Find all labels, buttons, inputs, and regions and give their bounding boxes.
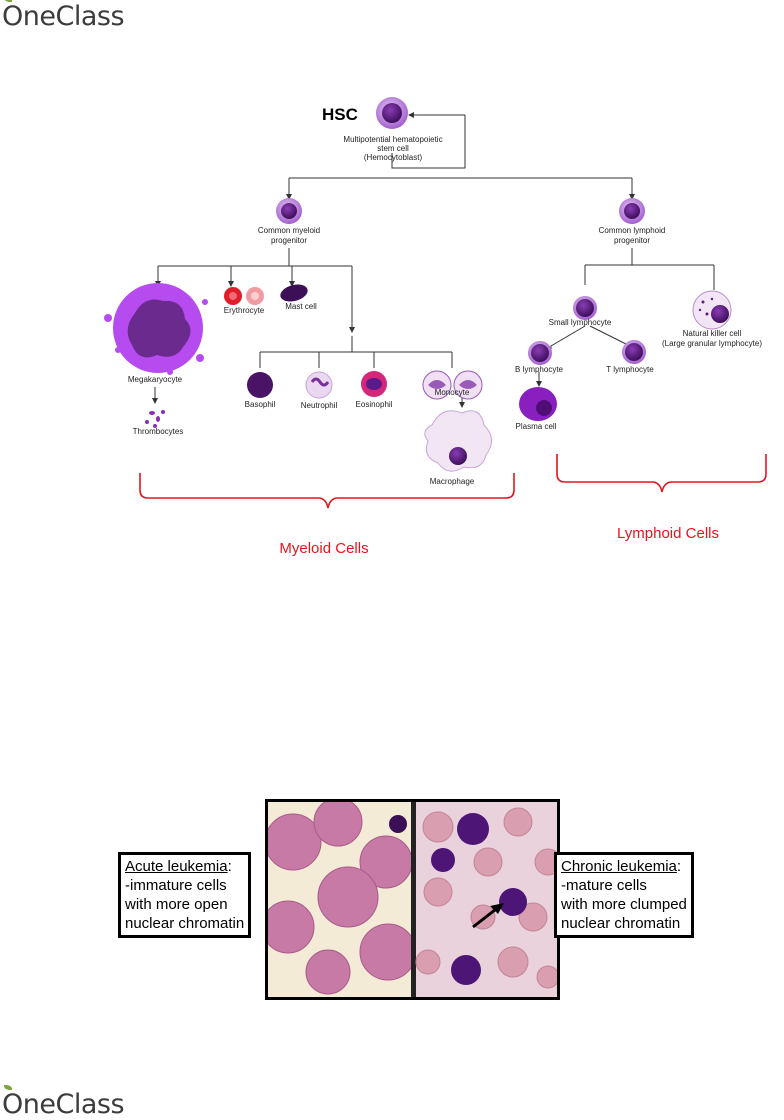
myeloid-progenitor-label-1: Common myeloid [258,226,320,235]
micrograph-svg [268,802,557,997]
oneclass-logo-bottom: OneClass [2,1085,125,1120]
chronic-title: Chronic leukemia [561,858,677,875]
erythrocyte-center-2 [251,292,259,300]
myeloid-progenitor-label-2: progenitor [271,236,307,245]
neutrophil-nucleus [310,377,330,387]
t-lymphocyte-nucleus [625,343,643,361]
chronic-line-3: nuclear chromatin [561,915,681,932]
hsc-label-1: Multipotential hematopoietic [343,135,442,144]
chronic-title-line: Chronic leukemia: [561,857,687,876]
erythrocyte-center-1 [229,292,237,300]
megakaryocyte-cell [104,283,208,375]
nk-cell-label-1: Natural killer cell [683,329,742,338]
chronic-line-1: -mature cells [561,877,647,894]
macrophage-cell [424,410,492,472]
acute-line-2: with more open [125,896,228,913]
erythrocyte-label: Erythrocyte [224,306,265,315]
nk-cell-granules [698,297,714,316]
b-lymphocyte-nucleus [531,344,549,362]
basophil-cell [247,372,273,398]
mast-cell [280,284,308,302]
chronic-leukemia-box: Chronic leukemia: -mature cells with mor… [554,852,694,938]
b-lymphocyte-label: B lymphocyte [515,365,564,374]
plasma-cell-nucleus [536,400,552,416]
macrophage-label: Macrophage [430,477,475,486]
t-lymphocyte-label: T lymphocyte [606,365,654,374]
macrophage-nucleus [449,447,467,465]
thrombocytes-label: Thrombocytes [133,427,184,436]
leaf-icon [4,0,12,2]
myeloid-cells-title: Myeloid Cells [279,540,368,557]
acute-title-line: Acute leukemia: [125,857,244,876]
basophil-label: Basophil [245,400,276,409]
myeloid-bracket [139,473,515,509]
neutrophil-cell [305,371,333,399]
acute-line-1: -immature cells [125,877,227,894]
myeloid-progenitor-nucleus [281,203,297,219]
red-blood-cells [415,807,557,989]
lymphoid-progenitor-label-2: progenitor [614,236,650,245]
hsc-nucleus [382,103,402,123]
acute-title-suffix: : [227,858,232,875]
panel-divider [411,802,416,997]
eosinophil-label: Eosinophil [356,400,393,409]
chronic-line-2: with more clumped [561,896,687,913]
megakaryocyte-label: Megakaryocyte [128,375,183,384]
lymphoid-bracket [556,454,767,493]
acute-title: Acute leukemia [125,858,228,875]
lymphocyte-cells [431,813,527,985]
plasma-cell-label: Plasma cell [516,422,557,431]
lymphoid-cells-title: Lymphoid Cells [617,525,719,542]
hsc-label-2: stem cell [377,144,409,153]
hsc-title: HSC [322,105,358,124]
monocyte-nucleus-1 [428,380,446,389]
acute-dark-cell [389,815,407,833]
chronic-title-suffix: : [676,858,682,875]
arrow-head-icon [490,903,504,914]
lymphoid-progenitor-nucleus [624,203,640,219]
acute-leukemia-box: Acute leukemia: -immature cells with mor… [118,852,252,938]
thrombocytes-cells [145,410,165,428]
eosinophil-nucleus [366,378,382,390]
hsc-label-3: (Hemocytoblast) [364,153,423,162]
nk-cell-label-2: (Large granular lymphocyte) [662,339,762,348]
acute-line-3: nuclear chromatin [125,915,245,932]
logo-text: OneClass [2,1,125,32]
logo-text: OneClass [2,1089,125,1120]
connector-lines [154,114,715,404]
mast-cell-label: Mast cell [285,302,317,311]
monocyte-label: Monocyte [435,388,470,397]
small-lymphocyte-label: Small lymphocyte [549,318,612,327]
lymphoid-progenitor-label-1: Common lymphoid [599,226,666,235]
acute-blast-cells [268,802,417,995]
leukemia-micrograph [265,799,560,1000]
neutrophil-label: Neutrophil [301,401,338,410]
nk-cell-nucleus [711,305,729,323]
monocyte-nucleus-2 [459,380,477,389]
small-lymphocyte-nucleus [576,299,594,317]
oneclass-logo-top: OneClass [2,0,125,32]
leaf-icon [4,1085,12,1090]
